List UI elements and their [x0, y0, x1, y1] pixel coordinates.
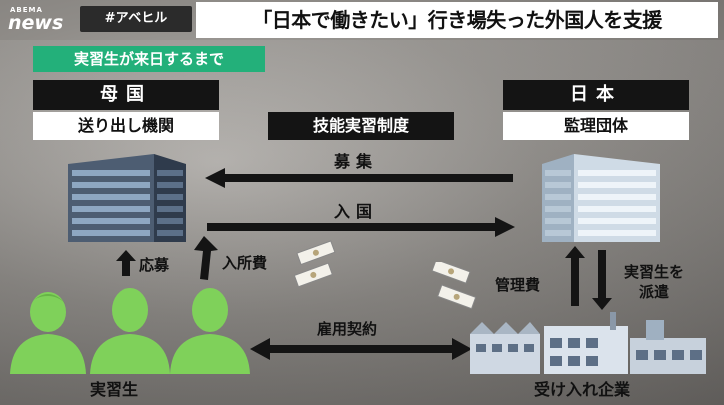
money-icon — [293, 240, 336, 288]
japan-building-icon — [542, 154, 660, 242]
abema-news-logo: ABEMA news — [6, 4, 76, 38]
dispatch-arrow — [592, 250, 612, 310]
recruit-arrow — [205, 168, 513, 188]
home-country-title: 母国 — [33, 80, 219, 110]
headline-banner: 「日本で働きたい」行き場失った外国人を支援 — [196, 2, 718, 38]
management-fee-label: 管理費 — [495, 276, 541, 294]
entry-arrow — [207, 217, 515, 237]
trainees-label: 実習生 — [90, 380, 139, 399]
apply-arrow — [116, 250, 136, 276]
japan-title: 日本 — [503, 80, 689, 110]
home-building-icon — [68, 154, 186, 242]
dispatch-label: 実習生を 派遣 — [614, 262, 694, 302]
factory-icon — [470, 312, 706, 374]
entry-label: 入国 — [334, 202, 379, 221]
program-label: 技能実習制度 — [268, 112, 454, 140]
employment-contract-label: 雇用契約 — [317, 320, 378, 338]
supervising-organization-label: 監理団体 — [503, 112, 689, 140]
apply-label: 応募 — [139, 256, 170, 274]
dispatch-label-line2: 派遣 — [638, 283, 669, 301]
host-companies-label: 受け入れ企業 — [534, 380, 631, 399]
section-label: 実習生が来日するまで — [33, 46, 265, 72]
money-icon — [431, 262, 477, 310]
entry-fee-arrow — [194, 236, 218, 280]
employment-contract-arrow — [250, 338, 472, 360]
sending-organization-label: 送り出し機関 — [33, 112, 219, 140]
trainees-icon — [10, 288, 250, 374]
hashtag-badge: #アベヒル — [80, 6, 192, 32]
logo-small-text: ABEMA — [10, 6, 43, 14]
dispatch-label-line1: 実習生を — [623, 263, 684, 281]
logo-main-text: news — [8, 12, 64, 34]
management-fee-arrow — [565, 246, 585, 306]
entry-fee-label: 入所費 — [222, 254, 268, 272]
recruit-label: 募集 — [334, 152, 379, 171]
